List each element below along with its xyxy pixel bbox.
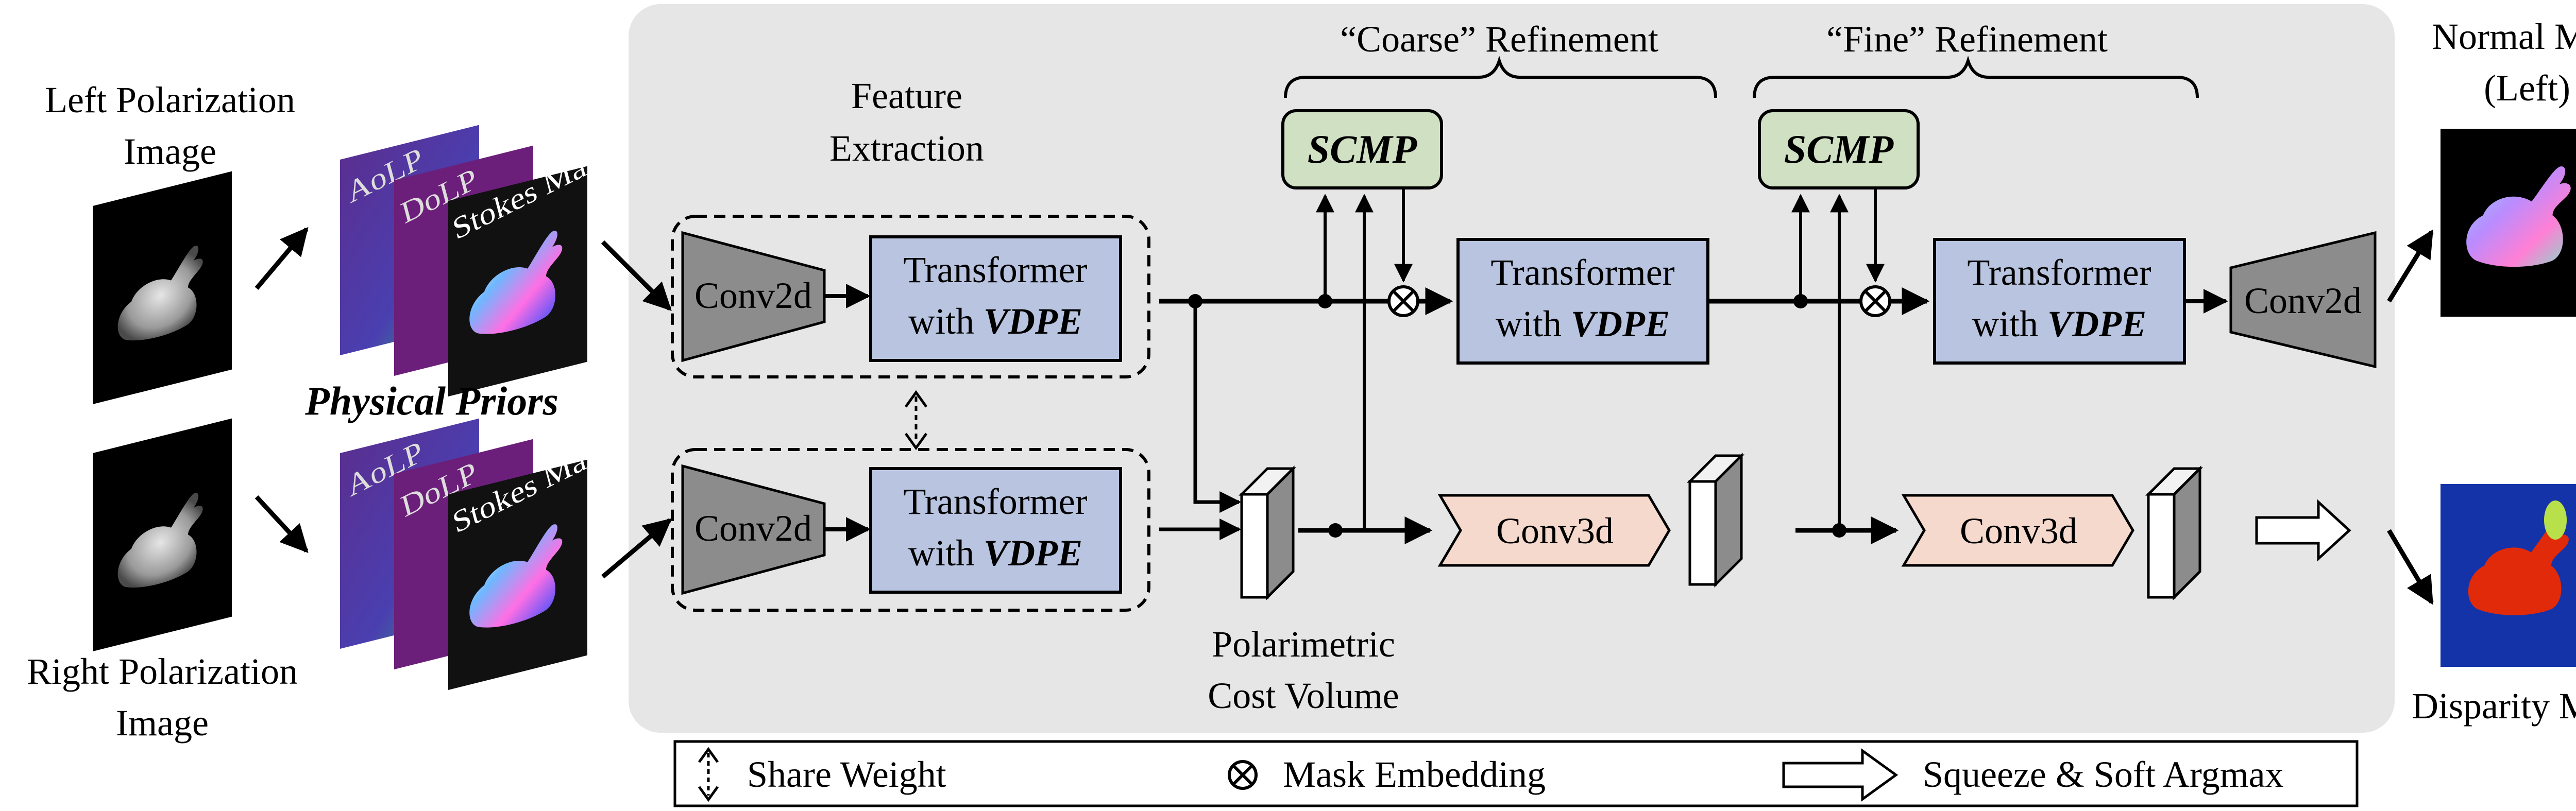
conv2d-bottom xyxy=(681,464,826,595)
conv2d-decoder xyxy=(2229,231,2377,369)
share-weight-arrow xyxy=(904,390,928,451)
conv2d-decoder-label: Conv2d xyxy=(2244,280,2362,321)
right-input-label: Right Polarization Image xyxy=(27,651,298,744)
transformer-bottom-label-line2: with VDPE xyxy=(908,532,1082,574)
conv2d-top-label: Conv2d xyxy=(694,275,812,316)
coarse-refinement-label: “Coarse” Refinement xyxy=(1340,19,1658,60)
volume-fine xyxy=(2145,465,2204,601)
arrow-to-normal-map xyxy=(2387,229,2434,303)
legend-share-weight-label: Share Weight xyxy=(747,754,946,795)
transformer-top-label-line2: with VDPE xyxy=(908,301,1082,342)
fine-refinement-label: “Fine” Refinement xyxy=(1826,19,2108,60)
fine-brace xyxy=(1753,55,2199,98)
squeeze-arrow xyxy=(2255,499,2351,562)
legend-squeeze-icon xyxy=(1782,748,1899,802)
conv3d-coarse xyxy=(1437,494,1671,567)
scmp-coarse xyxy=(1281,109,1443,189)
scmp-coarse-label: SCMP xyxy=(1308,127,1418,171)
prior-stack-right: AoLP DoLP Stokes Map xyxy=(340,418,605,690)
prior-stack-left: AoLP DoLP Stokes Map xyxy=(340,125,605,396)
transformer-bottom-label-line1: Transformer xyxy=(903,481,1087,522)
disparity-map-image xyxy=(2441,484,2576,667)
transformer-fine-label-line1: Transformer xyxy=(1967,252,2151,293)
junction-d xyxy=(1328,523,1343,538)
legend-mask-embedding-label: Mask Embedding xyxy=(1283,754,1546,795)
legend-box xyxy=(673,740,2359,807)
legend-share-weight-icon xyxy=(698,747,719,802)
transformer-top xyxy=(869,235,1122,362)
conv3d-coarse-label: Conv3d xyxy=(1496,510,1614,551)
scmp-fine xyxy=(1758,109,1920,189)
transformer-bottom xyxy=(869,467,1122,594)
conv3d-fine xyxy=(1901,494,2134,567)
cost-volume-label-line1: Polarimetric xyxy=(1212,624,1395,665)
junction-e xyxy=(1832,523,1846,538)
right-input-label-line1: Right Polarization xyxy=(27,651,298,692)
normal-map-label-line2: (Left) xyxy=(2484,67,2570,109)
transformer-coarse-label-line2: with VDPE xyxy=(1496,303,1670,344)
arrow-right-to-priors xyxy=(255,495,309,553)
conv2d-top xyxy=(681,231,826,363)
junction-b xyxy=(1318,294,1332,308)
right-polarization-image xyxy=(93,418,232,651)
junction-c xyxy=(1793,294,1808,308)
conv3d-fine-label: Conv3d xyxy=(1960,510,2077,551)
encoder-bottom-dashed-box xyxy=(671,448,1150,612)
disparity-map-label: Disparity Map xyxy=(2412,685,2576,727)
normal-map-label-line1: Normal Map xyxy=(2432,16,2576,57)
encoder-top-dashed-box xyxy=(671,215,1150,378)
arrow-priors-to-encoder-bottom xyxy=(601,518,672,579)
cost-volume-block xyxy=(1238,465,1297,601)
transformer-fine xyxy=(1933,238,2186,365)
conv2d-bottom-label: Conv2d xyxy=(694,508,812,549)
transformer-coarse-label-line1: Transformer xyxy=(1490,252,1674,293)
arrow-left-to-priors xyxy=(255,227,309,290)
branch-to-cost-volume xyxy=(1193,301,1242,513)
right-input-label-line2: Image xyxy=(116,702,209,744)
coarse-brace xyxy=(1284,55,1717,98)
feature-extraction-label-line2: Extraction xyxy=(829,128,984,169)
transformer-top-label-line1: Transformer xyxy=(903,249,1087,290)
arrow-priors-to-encoder-top xyxy=(601,240,672,311)
transformer-fine-label-line2: with VDPE xyxy=(1972,303,2146,344)
left-input-label-line2: Image xyxy=(124,131,216,172)
left-polarization-image xyxy=(93,171,232,404)
transformer-coarse xyxy=(1456,238,1709,365)
legend-mask-embedding-icon xyxy=(1228,760,1258,790)
cost-volume-label-line2: Cost Volume xyxy=(1208,675,1399,716)
legend-squeeze-label: Squeeze & Soft Argmax xyxy=(1923,754,2284,795)
mask-embedding-fine xyxy=(1859,285,1891,317)
normal-map-image xyxy=(2441,129,2576,317)
physical-priors-label: Physical Priors xyxy=(304,378,558,423)
left-input-label-line1: Left Polarization xyxy=(45,79,295,120)
arrow-to-disparity-map xyxy=(2387,529,2434,605)
scmp-fine-label: SCMP xyxy=(1784,127,1894,171)
left-input-label: Left Polarization Image xyxy=(45,79,295,172)
mask-embedding-coarse xyxy=(1387,285,1419,317)
volume-coarse xyxy=(1686,452,1745,588)
feature-extraction-label-line1: Feature xyxy=(851,75,962,116)
